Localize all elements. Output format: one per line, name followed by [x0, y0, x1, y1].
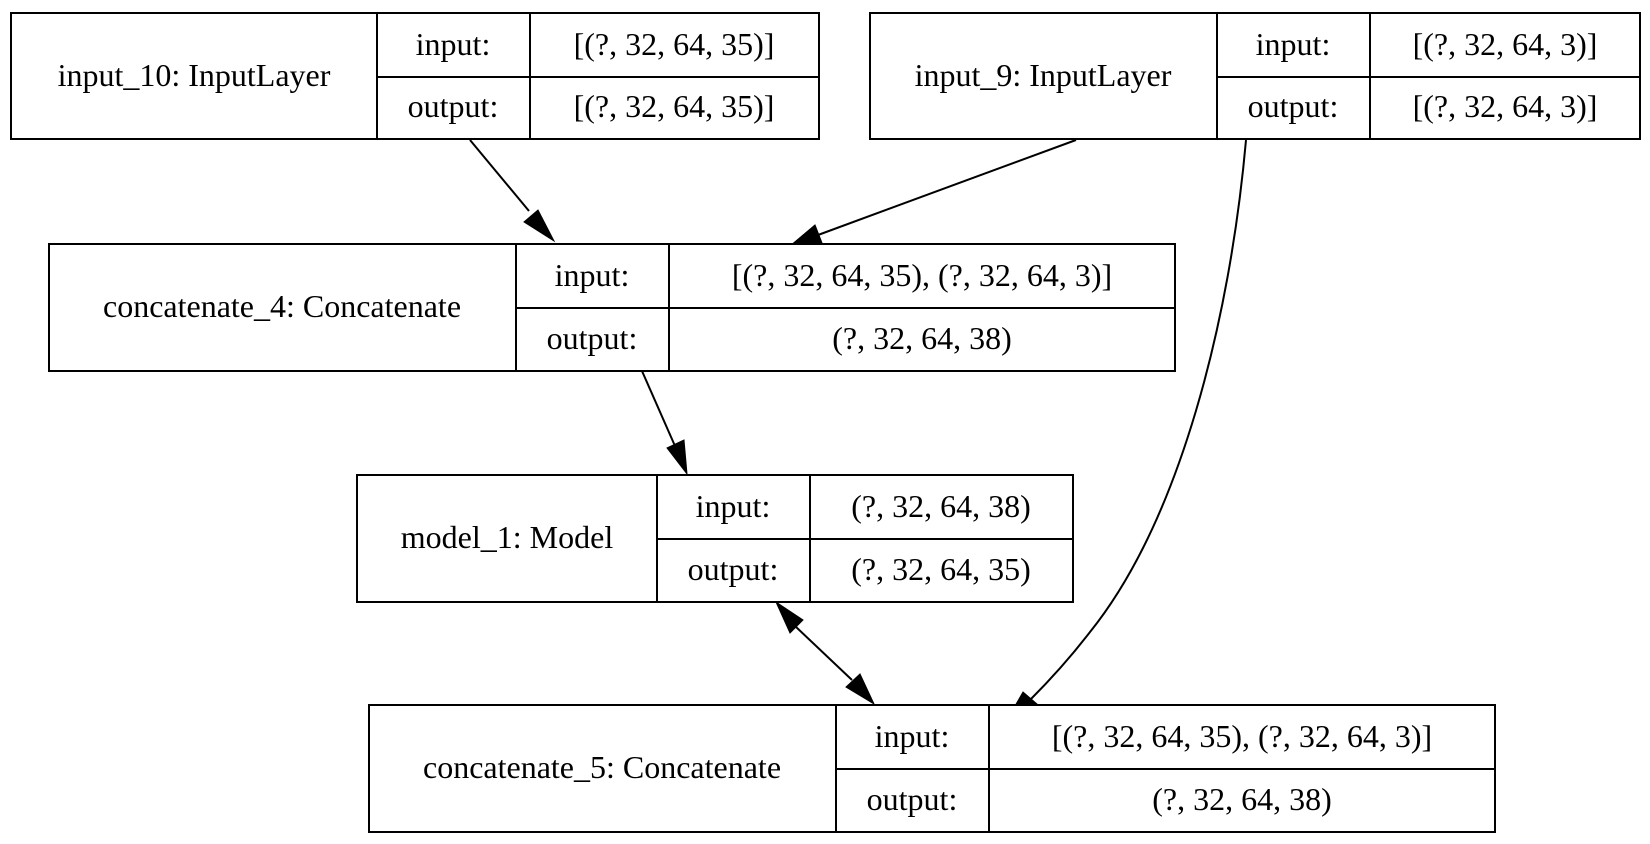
- node-title: model_1: Model: [401, 519, 614, 555]
- output-port-label: output:: [547, 320, 638, 356]
- edge-input9-to-concatenate4: [788, 139, 1077, 247]
- output-port-label: output:: [867, 781, 958, 817]
- node-input-9[interactable]: input_9: InputLayer input: output: [(?, …: [869, 12, 1641, 140]
- output-port-label: output:: [688, 551, 779, 587]
- input-port-label: input:: [416, 26, 491, 62]
- arrowhead-up-icon: [774, 600, 804, 634]
- input-port-label: input:: [1256, 26, 1331, 62]
- arrowhead-icon: [523, 209, 556, 243]
- node-concatenate-5[interactable]: concatenate_5: Concatenate input: output…: [368, 704, 1496, 833]
- output-shape: [(?, 32, 64, 35)]: [574, 88, 775, 124]
- input-port-label: input:: [696, 488, 771, 524]
- input-shape: [(?, 32, 64, 3)]: [1413, 26, 1598, 62]
- node-input-10[interactable]: input_10: InputLayer input: output: [(?,…: [10, 12, 820, 140]
- node-concatenate-4[interactable]: concatenate_4: Concatenate input: output…: [48, 243, 1176, 372]
- node-title: concatenate_5: Concatenate: [423, 749, 781, 785]
- edge-input10-to-concatenate4: [469, 139, 556, 243]
- output-port-label: output:: [408, 88, 499, 124]
- output-shape: (?, 32, 64, 35): [851, 551, 1031, 587]
- node-title: input_10: InputLayer: [58, 57, 331, 93]
- node-title: concatenate_4: Concatenate: [103, 288, 461, 324]
- input-port-label: input:: [875, 718, 950, 754]
- output-shape: [(?, 32, 64, 3)]: [1413, 88, 1598, 124]
- arrowhead-icon: [788, 224, 823, 247]
- edge-concatenate4-to-model1: [641, 370, 688, 476]
- edge-input9-to-concatenate5: [1005, 139, 1247, 722]
- input-shape: [(?, 32, 64, 35), (?, 32, 64, 3)]: [732, 257, 1112, 293]
- output-port-label: output:: [1248, 88, 1339, 124]
- input-shape: (?, 32, 64, 38): [851, 488, 1031, 524]
- arrowhead-down-icon: [845, 673, 876, 706]
- node-title: input_9: InputLayer: [915, 57, 1172, 93]
- output-shape: (?, 32, 64, 38): [832, 320, 1012, 356]
- arrowhead-icon: [666, 439, 688, 476]
- input-shape: [(?, 32, 64, 35)]: [574, 26, 775, 62]
- edges: [469, 139, 1247, 722]
- node-model-1[interactable]: model_1: Model input: output: (?, 32, 64…: [356, 474, 1074, 603]
- edge-model1-concatenate5-bidirectional: [774, 600, 876, 706]
- input-shape: [(?, 32, 64, 35), (?, 32, 64, 3)]: [1052, 718, 1432, 754]
- output-shape: (?, 32, 64, 38): [1152, 781, 1332, 817]
- input-port-label: input:: [555, 257, 630, 293]
